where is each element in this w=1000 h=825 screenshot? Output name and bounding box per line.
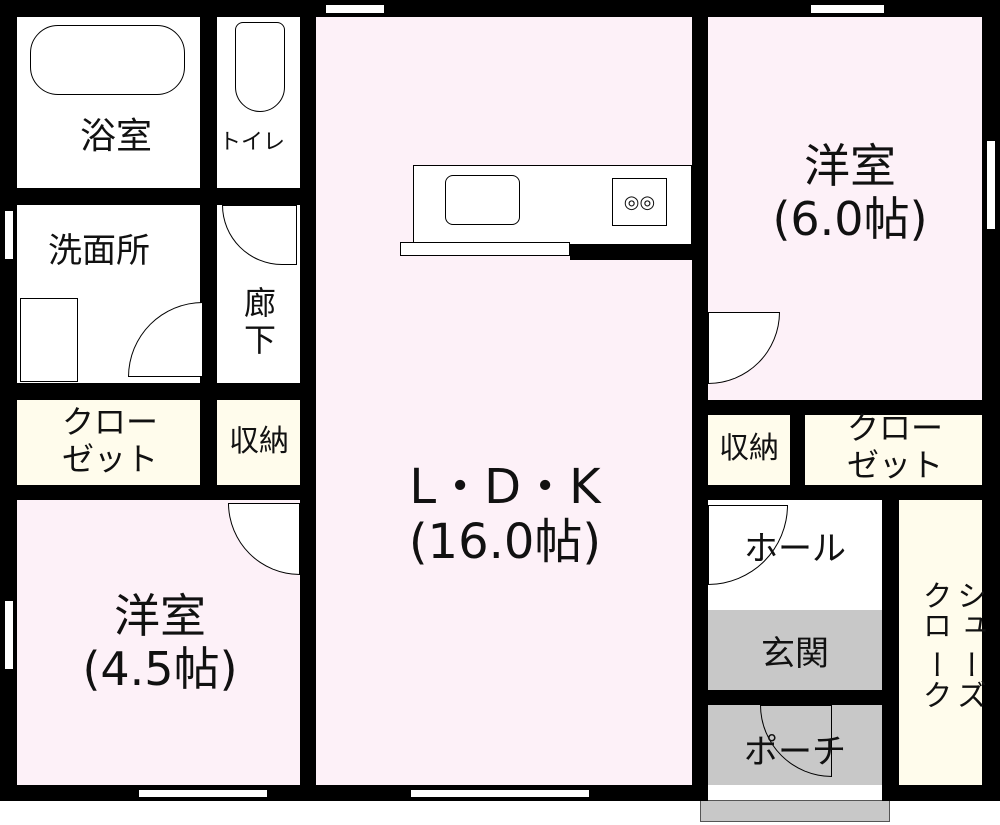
closet-left: [17, 400, 200, 485]
toilet-fixture: [235, 22, 285, 112]
label-closet-right: クロー ゼット: [846, 409, 943, 484]
label-storage-left: 収納: [229, 424, 289, 459]
window: [4, 210, 14, 260]
entrance: [708, 610, 882, 690]
window: [410, 789, 590, 798]
label-corridor: 廊下: [243, 284, 276, 359]
label-bath: 浴室: [80, 116, 153, 157]
wall: [692, 485, 1000, 500]
window: [138, 789, 268, 798]
counter-edge: [400, 242, 570, 256]
storage-right: [708, 415, 790, 485]
wall: [692, 400, 1000, 415]
wall: [0, 383, 300, 400]
wall: [882, 500, 899, 800]
label-hall: ホール: [744, 529, 846, 569]
wall: [692, 690, 899, 705]
wall: [0, 188, 300, 205]
wall: [570, 245, 692, 260]
label-closet-left: クロー ゼット: [61, 403, 158, 478]
label-western-large: 洋室 (6.0帖): [772, 139, 928, 246]
porch-step: [700, 800, 890, 822]
wall: [0, 485, 316, 500]
wall: [882, 785, 1000, 801]
window: [986, 140, 996, 230]
label-porch: ポーチ: [744, 732, 846, 772]
label-ldk: L・D・K (16.0帖): [408, 459, 602, 571]
window: [4, 600, 14, 670]
shoe-closet: [899, 500, 982, 785]
wall: [0, 785, 700, 801]
closet-right: [805, 415, 982, 485]
label-shoe-closet: シュ ーズ クロ ーク: [916, 580, 987, 710]
label-toilet: トイレ: [219, 130, 286, 155]
label-western-small: 洋室 (4.5帖): [82, 589, 238, 696]
label-storage-right: 収納: [719, 431, 779, 466]
label-washroom: 洗面所: [48, 231, 150, 271]
window: [325, 4, 385, 14]
wall: [300, 0, 316, 801]
window: [810, 4, 885, 14]
door[interactable]: [228, 503, 300, 575]
wash-basin: [20, 298, 78, 382]
bathtub: [30, 25, 185, 95]
label-entrance: 玄関: [761, 634, 829, 674]
wall: [0, 0, 17, 801]
storage-left: [217, 400, 300, 485]
ldk-room: [316, 17, 692, 785]
stove-icon: ◎◎: [612, 178, 667, 226]
wall: [0, 0, 1000, 17]
wall: [790, 400, 805, 500]
wall: [200, 0, 217, 500]
kitchen-sink: [445, 175, 520, 225]
